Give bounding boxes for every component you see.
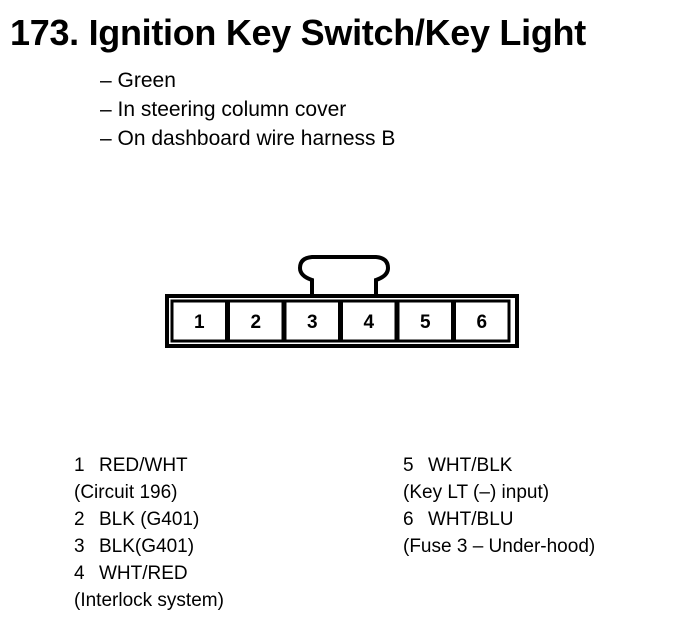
pin-label-5: 5 [420,312,431,333]
pin-cavity-1 [170,299,228,343]
pin-label-6: 6 [476,312,487,333]
connector-notes: – Green – In steering column cover – On … [100,66,395,153]
note-location: – In steering column cover [100,98,347,121]
page-title: 173. Ignition Key Switch/Key Light [10,12,586,53]
pin-entry-5: 5 WHT/BLK (Key LT (–) input) [403,452,595,506]
pin-entry-3: 3 BLK(G401) [74,533,224,560]
pin-wire: WHT/BLU [428,509,514,530]
pin-detail: (Interlock system) [74,590,224,611]
pin-label-4: 4 [363,312,374,333]
pin-wire: BLK (G401) [99,509,200,530]
note-harness: – On dashboard wire harness B [100,127,396,150]
pin-number: 1 [74,455,85,476]
pin-cavity-5 [396,299,454,343]
pin-label-1: 1 [194,312,205,333]
pin-number: 3 [74,536,85,557]
pin-list-left: 1 RED/WHT (Circuit 196) 2 BLK (G401) 3 BLK(… [74,452,224,614]
pin-detail: (Circuit 196) [74,482,178,503]
pin-detail: (Key LT (–) input) [403,482,550,503]
pin-cavity-4 [340,299,398,343]
pin-entry-1: 1 RED/WHT (Circuit 196) [74,452,224,506]
note-color: – Green [100,69,176,92]
pin-number: 6 [403,509,414,530]
pin-cavity-3 [283,299,341,343]
pin-cavity-6 [453,299,511,343]
pin-number: 2 [74,509,85,530]
pin-label-2: 2 [250,312,261,333]
pin-number: 4 [74,563,85,584]
pin-cavity-2 [227,299,285,343]
pin-entry-6: 6 WHT/BLU (Fuse 3 – Under-hood) [403,506,595,560]
pin-detail: (Fuse 3 – Under-hood) [403,536,596,557]
pin-wire: WHT/BLK [428,455,513,476]
pin-list-right: 5 WHT/BLK (Key LT (–) input) 6 WHT/BLU (Fu… [403,452,595,560]
pin-entry-4: 4 WHT/RED (Interlock system) [74,560,224,614]
pin-wire: BLK(G401) [99,536,195,557]
connector-lock-tab [297,255,391,296]
pin-number: 5 [403,455,414,476]
pin-wire: RED/WHT [99,455,188,476]
pin-label-3: 3 [307,312,318,333]
pin-entry-2: 2 BLK (G401) [74,506,224,533]
pin-wire: WHT/RED [99,563,188,584]
